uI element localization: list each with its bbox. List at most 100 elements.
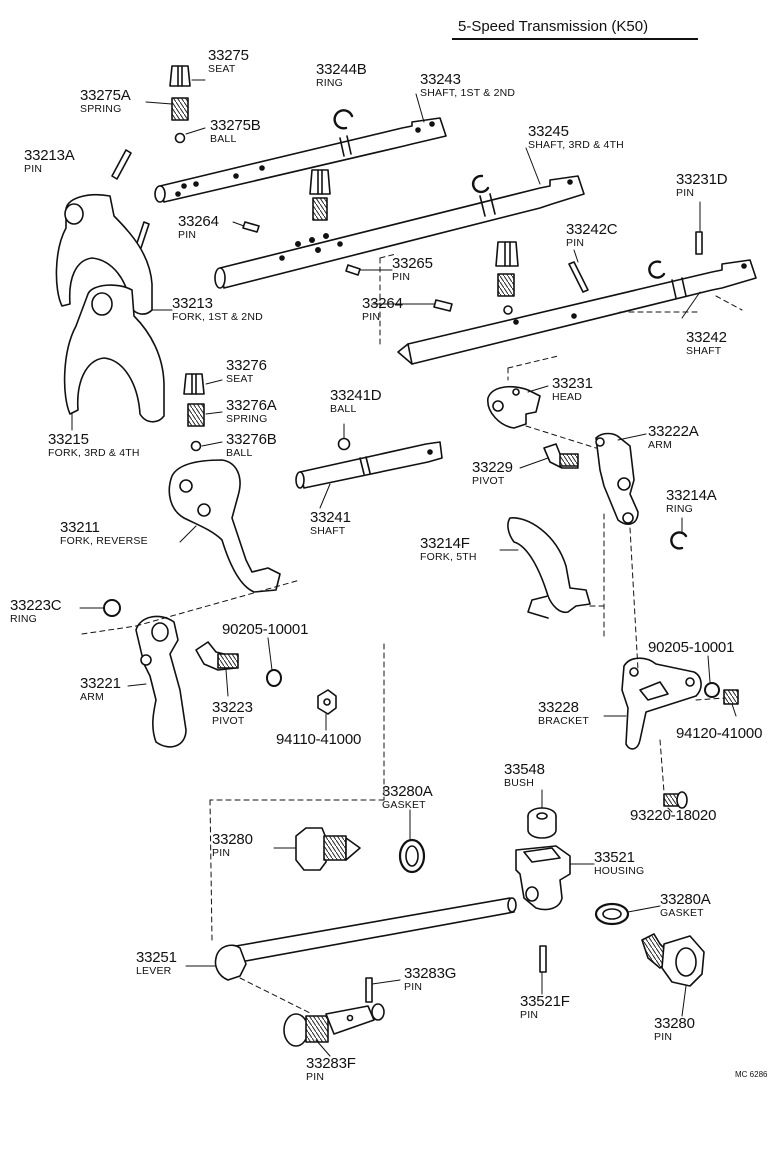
part-number: 33214A <box>666 487 717 504</box>
part-number: 33283F <box>306 1055 356 1072</box>
part-name: PIN <box>178 229 197 241</box>
washer-90205-right-part <box>704 682 720 698</box>
pivot-33223-part <box>195 641 239 671</box>
part-name: SHAFT, 1ST & 2ND <box>420 87 516 99</box>
nut-94120-part <box>723 689 739 705</box>
ring-33214a-part <box>670 531 688 550</box>
seat-spring-33275-mid-part <box>309 169 331 221</box>
part-number: 94110-41000 <box>276 731 362 748</box>
part-number: 33276B <box>226 431 277 448</box>
fork-3rd-4th-part <box>63 284 165 423</box>
part-number: 90205-10001 <box>648 639 735 656</box>
part-name: PIN <box>392 271 411 283</box>
part-number: 33242 <box>686 329 727 346</box>
part-name: SHAFT <box>686 345 722 357</box>
part-label: 94110-41000 <box>276 732 361 748</box>
part-name: SEAT <box>208 63 236 75</box>
part-number: 33228 <box>538 699 579 716</box>
part-number: 33280 <box>212 831 253 848</box>
part-number: 33213A <box>24 147 75 164</box>
pin-33264-lower-part <box>433 299 453 312</box>
part-number: 33215 <box>48 431 89 448</box>
shaft-33242-part <box>397 259 757 365</box>
part-number: 33264 <box>178 213 219 230</box>
part-name: PIN <box>566 237 585 249</box>
part-name: LEVER <box>136 965 172 977</box>
pin-33264-upper-part <box>242 221 260 233</box>
part-name: ARM <box>648 439 672 451</box>
part-name: ARM <box>80 691 104 703</box>
part-number: 93220-18020 <box>630 807 717 824</box>
arm-33222a-part <box>595 432 639 525</box>
arm-33221-part <box>135 615 187 748</box>
part-name: FORK, 1ST & 2ND <box>172 311 263 323</box>
housing-33521-part <box>515 845 571 911</box>
part-name: SPRING <box>226 413 268 425</box>
part-number: 90205-10001 <box>222 621 309 638</box>
washer-90205-left-part <box>266 669 282 687</box>
part-number: 33241D <box>330 387 382 404</box>
part-name: BALL <box>210 133 237 145</box>
part-name: SHAFT <box>310 525 346 537</box>
pin-33242c-part <box>568 261 589 293</box>
part-name: SHAFT, 3RD & 4TH <box>528 139 624 151</box>
part-number: 33211 <box>60 519 100 536</box>
part-number: 33245 <box>528 123 569 140</box>
part-name: PIN <box>306 1071 325 1083</box>
bracket-33228-part <box>621 657 702 750</box>
bolt-93220-part <box>663 791 688 809</box>
part-name: PIN <box>362 311 381 323</box>
part-name: BRACKET <box>538 715 589 727</box>
part-name: RING <box>10 613 38 625</box>
fork-reverse-part <box>168 459 281 593</box>
part-name: BALL <box>226 447 253 459</box>
part-number: 33221 <box>80 675 121 692</box>
part-name: FORK, REVERSE <box>60 535 148 547</box>
part-label: 90205-10001 <box>222 622 308 638</box>
pin-33283f-part <box>283 1003 385 1047</box>
part-number: 33275 <box>208 47 249 64</box>
part-number: 33222A <box>648 423 699 440</box>
part-name: GASKET <box>382 799 426 811</box>
part-name: SPRING <box>80 103 122 115</box>
part-name: PIN <box>520 1009 539 1021</box>
ring-33244b-part <box>333 109 354 130</box>
part-name: BALL <box>330 403 357 415</box>
pin-33213a-part <box>111 149 132 180</box>
part-number: 33231 <box>552 375 593 392</box>
part-name: FORK, 5TH <box>420 551 477 563</box>
part-number: 33276A <box>226 397 277 414</box>
part-number: 33283G <box>404 965 457 982</box>
nut-94110-part <box>317 689 337 715</box>
part-name: HEAD <box>552 391 582 403</box>
part-number: 33231D <box>676 171 728 188</box>
part-number: 33213 <box>172 295 213 312</box>
